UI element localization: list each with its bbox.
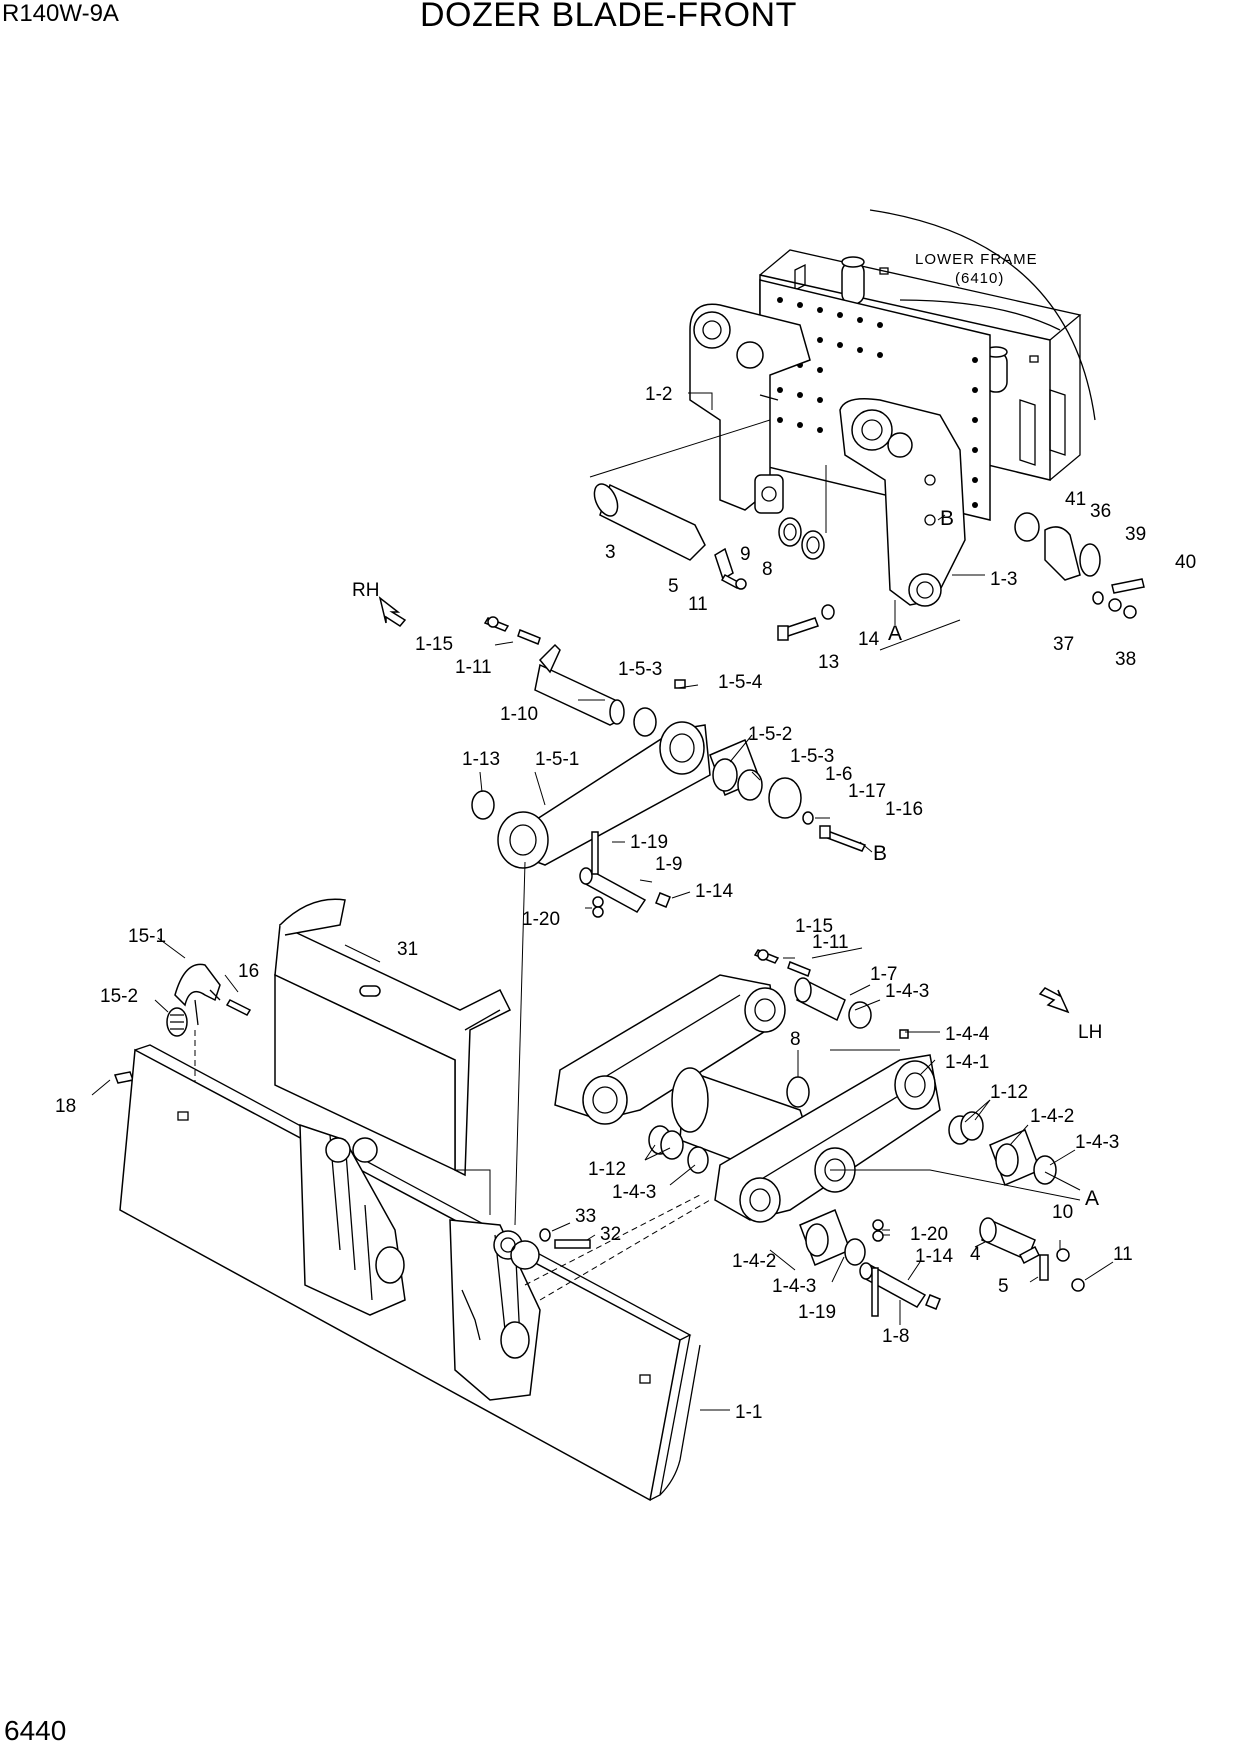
callout: 10 [1052,1202,1073,1223]
callout: 5 [998,1276,1009,1297]
dozer-blade [119,861,730,1502]
callout: 1-4-3 [885,981,929,1002]
callout: 3 [605,542,616,563]
callout: 1-5-3 [790,746,834,767]
callout: 1-9 [655,854,682,875]
callout: 1-20 [910,1224,948,1245]
callout: 1-5-1 [535,749,579,770]
callout: 1-11 [455,657,492,678]
lower-frame [689,209,1096,607]
callout: 1-20 [522,909,560,930]
callout: 13 [818,652,839,673]
rh-link-assembly [471,616,873,918]
callout: 1-16 [885,799,923,820]
callout: 1-5-2 [748,724,792,745]
callout: B [873,842,887,865]
callout: 15-1 [128,926,166,947]
callout: 1-2 [645,384,672,405]
callout: 1-4-1 [945,1052,989,1073]
callout: 37 [1053,634,1074,655]
callout: 1-4-3 [612,1182,656,1203]
callout: 1-4-3 [772,1276,816,1297]
callout: 9 [740,544,751,565]
callout: 8 [762,559,773,580]
callout: 11 [1113,1244,1133,1265]
callout: 14 [858,629,880,650]
callout: 40 [1175,552,1196,573]
callout: 1-4-2 [732,1251,776,1272]
lower-frame-note-line1: LOWER FRAME [915,251,1038,268]
callout: 1-11 [812,932,849,953]
callout: 1-15 [795,916,833,937]
callout: 1-4-4 [945,1024,990,1045]
callout: 18 [55,1096,76,1117]
frame-pin-parts [589,392,1145,651]
lh-arrow [1038,987,1070,1014]
callout: 1-15 [415,634,453,655]
callout: 39 [1125,524,1146,545]
lower-frame-note-line2: (6410) [955,270,1004,287]
callout: 33 [575,1206,596,1227]
callout: 8 [790,1029,801,1050]
callout: B [940,507,954,530]
callout: 1-1 [735,1402,762,1423]
callout: 1-10 [500,704,538,725]
callout: 16 [238,961,259,982]
callout: 1-8 [882,1326,909,1347]
callout: 1-17 [848,781,886,802]
page-number: 6440 [4,1715,67,1746]
callout: 1-7 [870,964,897,985]
callout: 15-2 [100,986,138,1007]
callout: 1-12 [588,1159,626,1180]
callout: A [888,622,902,645]
rh-arrow [378,596,407,627]
callout: 38 [1115,649,1136,670]
callout: 1-4-3 [1075,1132,1119,1153]
callout: A [1085,1187,1099,1210]
callout: 31 [397,939,418,960]
callout-labels: 1-2 3 9 8 5 11 41 36 39 40 B 1-3 37 38 1… [55,384,1196,1423]
model-code: R140W-9A [2,0,119,27]
callout: 1-19 [630,832,668,853]
callout: 11 [688,594,708,615]
callout: 1-12 [990,1082,1028,1103]
callout: 1-5-3 [618,659,662,680]
callout: 41 [1065,489,1086,510]
blade-guard-and-pedal [91,898,512,1177]
callout: 1-14 [915,1246,953,1267]
callout: 1-19 [798,1302,836,1323]
callout: 5 [668,576,679,597]
rh-label: RH [352,580,379,601]
page-title: DOZER BLADE-FRONT [420,0,797,34]
callout: 4 [970,1244,981,1265]
callout: 1-3 [990,569,1017,590]
callout: 1-4-2 [1030,1106,1074,1127]
callout: 32 [600,1224,621,1245]
callout: 1-5-4 [718,672,763,693]
callout: 1-6 [825,764,852,785]
lh-frame-assembly [554,947,1114,1325]
lh-label: LH [1078,1022,1102,1043]
callout: 1-14 [695,881,733,902]
callout: 36 [1090,501,1111,522]
callout: 1-13 [462,749,500,770]
